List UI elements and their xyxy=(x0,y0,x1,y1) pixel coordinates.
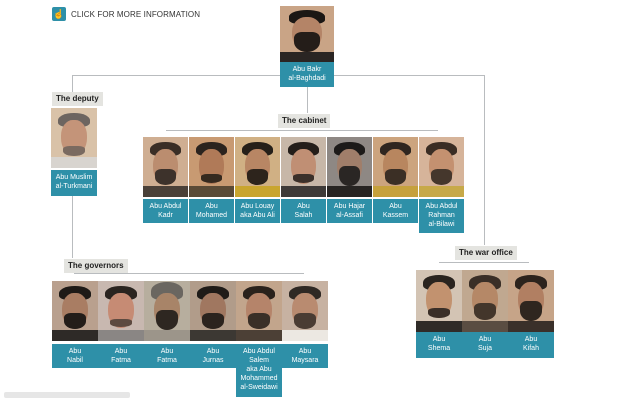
connector-governors-bar xyxy=(74,273,304,274)
connector-cabinet-bar xyxy=(166,130,438,131)
deputy-photo xyxy=(51,108,97,168)
connector-to-war-office xyxy=(484,75,485,245)
section-label-deputy: The deputy xyxy=(52,92,103,106)
section-label-war-office: The war office xyxy=(455,246,517,260)
section-label-cabinet: The cabinet xyxy=(278,114,331,128)
connector-war-office-bar xyxy=(439,262,529,263)
connector-to-governors xyxy=(72,196,73,258)
section-label-governors: The governors xyxy=(64,259,128,273)
connector-top-bar xyxy=(72,75,484,76)
hand-pointer-icon: ☝ xyxy=(52,7,66,21)
connector-to-cabinet xyxy=(307,75,308,113)
more-information-link[interactable]: ☝ CLICK FOR MORE INFORMATION xyxy=(52,7,200,21)
leader-photo xyxy=(280,6,334,62)
horizontal-scrollbar[interactable] xyxy=(4,392,130,398)
more-information-label: CLICK FOR MORE INFORMATION xyxy=(71,9,201,19)
connector-to-deputy xyxy=(72,75,73,94)
